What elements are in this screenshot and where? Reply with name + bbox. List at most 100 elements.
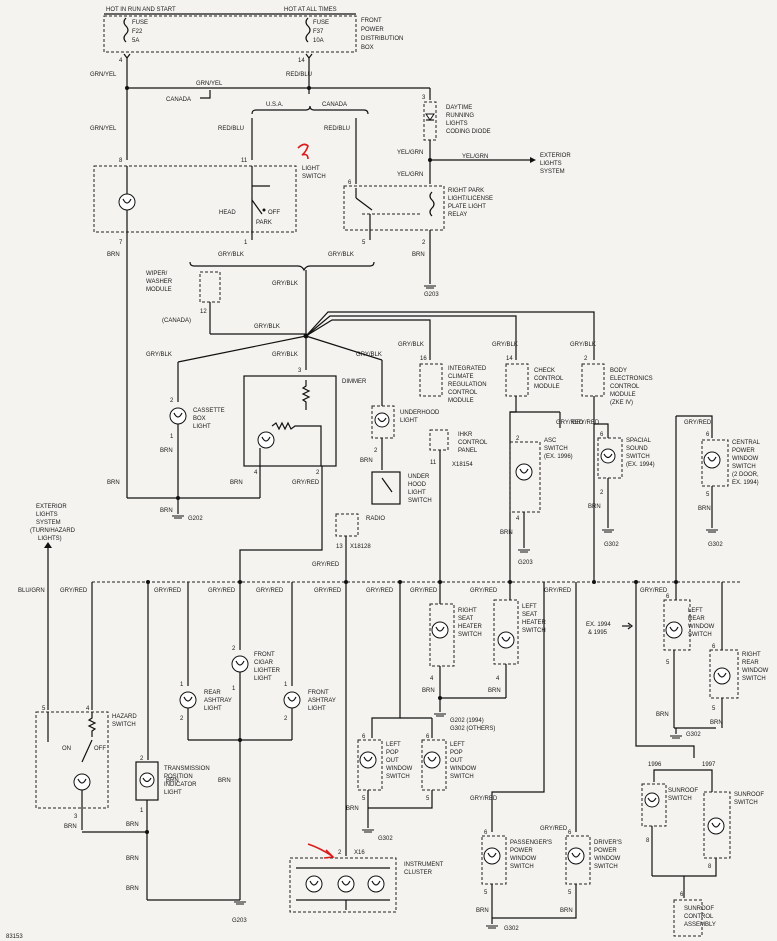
ground-g203-top: G203 (424, 292, 439, 298)
pin-6-lrw: 6 (666, 594, 670, 600)
cpws-line-6: EX. 1994) (732, 480, 759, 486)
junction-fanout: GRY/BLK GRY/BLK GRY/BLK GRY/BLK GRY/BLK … (146, 311, 596, 370)
body-line-3: CONTROL (610, 384, 640, 390)
pin-8: 8 (119, 158, 123, 164)
wire-grn-yel-1: GRN/YEL (90, 72, 117, 78)
uh-switch-line-2: HOOD (408, 482, 427, 488)
uh-switch-line-4: SWITCH (408, 498, 432, 504)
wire-gry-red-13: GRY/RED (470, 588, 498, 594)
pin-5-dpw: 5 (568, 890, 572, 896)
pop-out-window-switches: 6 LEFT POP OUT WINDOW SWITCH 6 LEFT POP … (346, 582, 477, 842)
wire-red-blu-3: RED/BLU (324, 126, 350, 132)
front-ash-line-2: ASHTRAY (308, 698, 336, 704)
wire-gry-red-6: GRY/RED (60, 588, 88, 594)
rs-heat-line-2: SEAT (458, 616, 474, 622)
wire-brn-6: BRN (160, 508, 173, 514)
ls-heat-line-2: SEAT (522, 612, 538, 618)
pin-2-dim: 2 (316, 470, 320, 476)
radio: RADIO 13 X18128 GRY/RED (239, 513, 385, 582)
front-ash-line-3: LIGHT (308, 706, 326, 712)
year-1997: 1997 (702, 762, 716, 768)
wire-gry-blk-6: GRY/BLK (272, 352, 298, 358)
dpw-line-2: POWER (594, 848, 617, 854)
on-label: ON (62, 746, 71, 752)
pin-5-haz: 5 (42, 706, 46, 712)
pin-12: 12 (200, 309, 207, 315)
radio-label: RADIO (366, 516, 385, 522)
wire-brn-20: BRN (126, 886, 139, 892)
pin-2-relay: 2 (422, 240, 426, 246)
sunctl-line-1: SUNROOF (684, 906, 714, 912)
check-line-1: CHECK (534, 368, 555, 374)
ihkr-line-1: IHKR (458, 432, 473, 438)
pin-13: 13 (336, 544, 343, 550)
pin-8-sun2: 8 (708, 864, 712, 870)
wire-gry-red-12: GRY/RED (410, 588, 438, 594)
wire-brn-12: BRN (488, 688, 501, 694)
sun2-line-2: SWITCH (734, 800, 758, 806)
asc-switch: GRY/RED 2 ASC SWITCH (EX. 1996) 4 BRN G2… (500, 396, 584, 582)
wire-gry-red-11: GRY/RED (366, 588, 394, 594)
wire-gry-blk-3: GRY/BLK (272, 281, 298, 287)
fuse-box-line-1: FRONT (361, 18, 382, 24)
x18128-label: X18128 (350, 544, 371, 550)
fuse-box-line-2: POWER (361, 27, 384, 33)
rrw-line-2: REAR (742, 660, 759, 666)
fuse-f22-label: FUSE (132, 20, 148, 26)
fuse-f37-label: FUSE (313, 20, 329, 26)
fuse-box-line-4: BOX (361, 45, 374, 51)
wire-brn-8: BRN (500, 530, 513, 536)
pin-4-asc: 4 (516, 516, 520, 522)
fuse-box-line-3: DISTRIBUTION (361, 36, 403, 42)
tpi-line-4: LIGHT (164, 790, 182, 796)
relay-line-1: RIGHT PARK (448, 188, 484, 194)
ext-lights-line-1: EXTERIOR (540, 153, 571, 159)
ext-hz-line-3: SYSTEM (36, 520, 61, 526)
wire-gry-red-16: GRY/RED (470, 796, 498, 802)
wire-gry-blk-1: GRY/BLK (218, 252, 244, 258)
wire-brn-18: BRN (126, 822, 139, 828)
pin-6-relay: 6 (348, 180, 352, 186)
pin-8-sun1: 8 (646, 838, 650, 844)
ext-hz-line-4: (TURN/HAZARD (30, 528, 76, 534)
x18154-label: X18154 (452, 462, 473, 468)
wire-gry-red-14: GRY/RED (544, 588, 572, 594)
transmission-indicator: 2 TRANSMISSION POSITION INDICATOR LIGHT … (82, 582, 240, 901)
pin-1-tpi: 1 (140, 808, 144, 814)
pin-16: 16 (420, 356, 427, 362)
wire-gry-red-7: GRY/RED (154, 588, 182, 594)
front-ash-line-1: FRONT (308, 690, 329, 696)
hazard-line-1: HAZARD (112, 714, 137, 720)
wire-gry-red-1: GRY/RED (292, 480, 320, 486)
lrw-line-2: REAR (688, 616, 705, 622)
wire-brn-16: BRN (218, 778, 231, 784)
ext-hz-line-2: LIGHTS (36, 512, 58, 518)
body-line-2: ELECTRONICS (610, 376, 653, 382)
underhood-line-2: LIGHT (400, 418, 418, 424)
ls-heat-line-3: HEATER (522, 620, 547, 626)
pin-6-spacial: 6 (600, 432, 604, 438)
rs-heat-line-3: HEATER (458, 624, 483, 630)
pin-2-spacial: 2 (600, 490, 604, 496)
pin-1-cass: 1 (170, 434, 174, 440)
cigar-line-3: LIGHTER (254, 668, 281, 674)
tpi-line-2: POSITION (164, 774, 193, 780)
canada-paren: (CANADA) (162, 318, 191, 324)
wire-brn-19: BRN (126, 856, 139, 862)
wire-gry-blk-9: GRY/BLK (492, 342, 518, 348)
relay-line-3: PLATE LIGHT (448, 204, 486, 210)
pin-14-check: 14 (506, 356, 513, 362)
relay-line-2: LIGHT/LICENSE (448, 196, 493, 202)
check-line-2: CONTROL (534, 376, 564, 382)
cluster-line-1: INSTRUMENT (404, 862, 444, 868)
pin-1-cigar: 1 (232, 686, 236, 692)
cluster-line-2: CLUSTER (404, 870, 433, 876)
underhood-line-1: UNDERHOOD (400, 410, 440, 416)
wire-blu-grn: BLU/GRN (18, 588, 45, 594)
pin-5-lrw: 5 (666, 660, 670, 666)
pin-3-haz: 3 (74, 814, 78, 820)
cigar-line-4: LIGHT (254, 676, 272, 682)
red-annotation-check (297, 143, 309, 160)
climate-line-5: MODULE (448, 398, 474, 404)
wire-brn-21: BRN (346, 806, 359, 812)
